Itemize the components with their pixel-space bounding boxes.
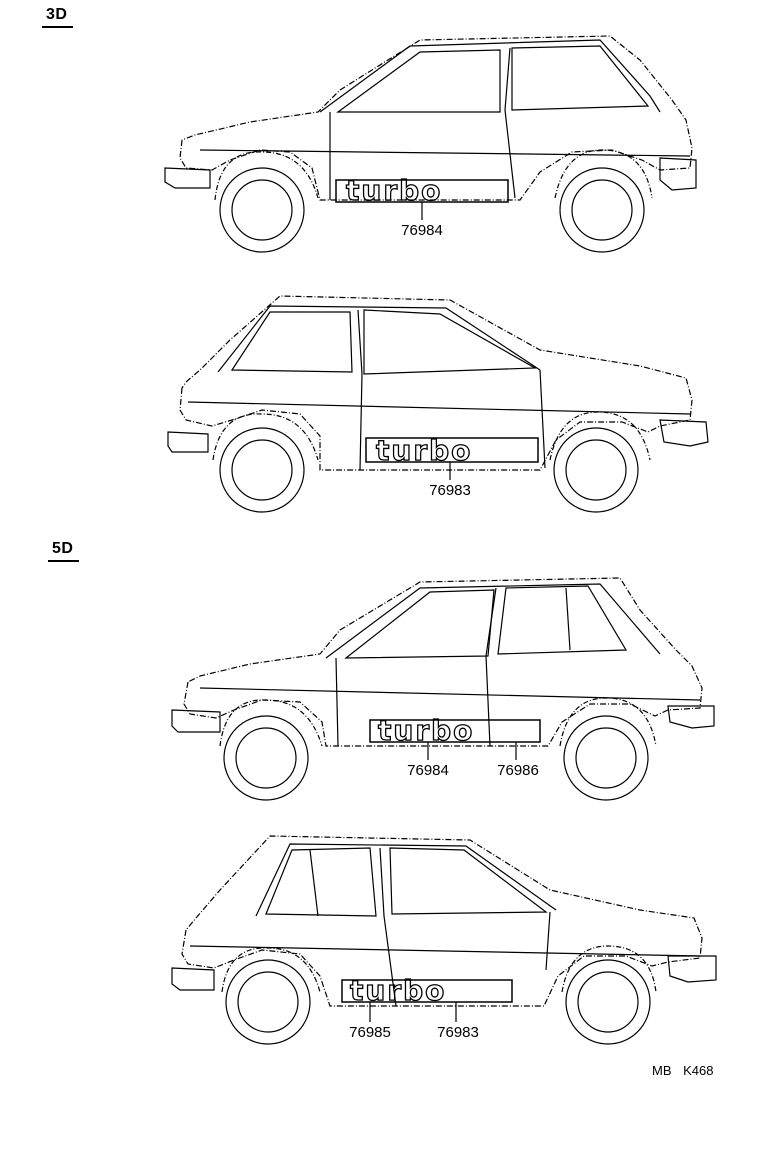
section-label-3d: 3D [42,6,74,28]
section-label-5d-text: 5D [52,540,74,557]
reference-code-prefix: MB [652,1063,672,1078]
reference-code: MB K468 [652,1063,714,1078]
car-5d-right-drawing: turbo [171,835,717,1045]
section-label-underline [42,26,74,28]
part-number-label: 76986 [497,762,539,779]
car-5d-left-drawing: turbo [171,577,715,801]
section-label-underline [48,560,80,562]
part-number-label: 76984 [407,762,449,779]
car-5d-right-view: turbo 76985 76983 [0,830,776,1060]
section-label-5d: 5D [48,540,80,562]
part-number-label: 76983 [429,482,471,499]
turbo-badge-text: turbo [378,714,474,747]
car-3d-right-view: turbo 76983 [0,270,776,530]
car-3d-left-drawing: turbo [164,35,697,253]
section-label-3d-text: 3D [46,6,68,23]
turbo-badge-text: turbo [376,434,472,467]
reference-code-number: K468 [683,1063,714,1078]
turbo-badge-text: turbo [350,974,446,1007]
part-number-label: 76985 [349,1024,391,1041]
car-5d-left-view: turbo 76984 76986 [0,570,776,820]
part-number-label: 76983 [437,1024,479,1041]
car-3d-right-drawing: turbo [167,295,709,513]
turbo-badge-text: turbo [346,174,442,207]
car-3d-left-view: turbo 76984 [0,0,776,270]
part-number-label: 76984 [401,222,443,239]
